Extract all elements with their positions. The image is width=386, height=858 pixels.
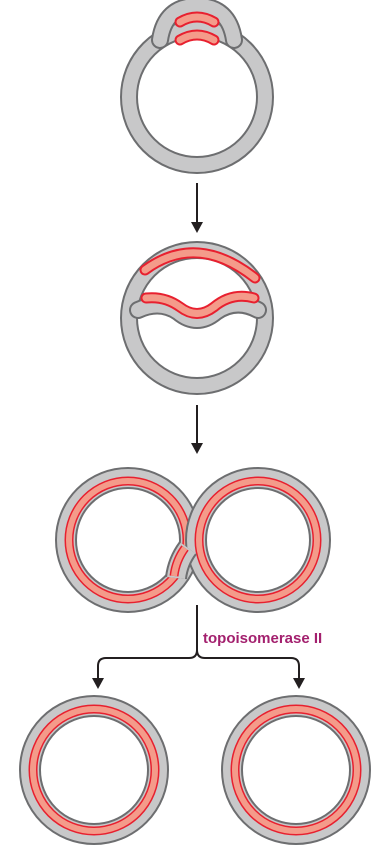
daughter-strand-bottom-fill xyxy=(176,31,218,44)
catenane-crossing-over-redfill xyxy=(171,546,188,577)
parental-inner-loop-fill xyxy=(131,297,265,327)
catenane-right-red xyxy=(196,478,320,602)
daughter-circle-right xyxy=(221,695,371,845)
topoisomerase-label: topoisomerase II xyxy=(203,630,322,647)
daughter-circle-left xyxy=(19,695,169,845)
daughter-strand-arc-fill xyxy=(141,249,259,282)
branching-arrow xyxy=(92,605,305,689)
daughter-strand-top-fill xyxy=(176,13,218,26)
catenane-left-red xyxy=(66,478,190,602)
stage-replication-initiation xyxy=(120,0,274,174)
stage-replication-fork-progression xyxy=(120,241,274,395)
parental-circle-fill xyxy=(122,22,272,172)
daughter-strand-inner-fill xyxy=(142,292,258,317)
arrow-down-2 xyxy=(191,405,203,454)
arrow-down-1 xyxy=(191,183,203,233)
replication-bubble-outer-fill xyxy=(153,0,241,47)
stage-catenated-daughter-circles xyxy=(55,467,331,613)
stage-decatenated-daughter-circles xyxy=(19,695,371,845)
